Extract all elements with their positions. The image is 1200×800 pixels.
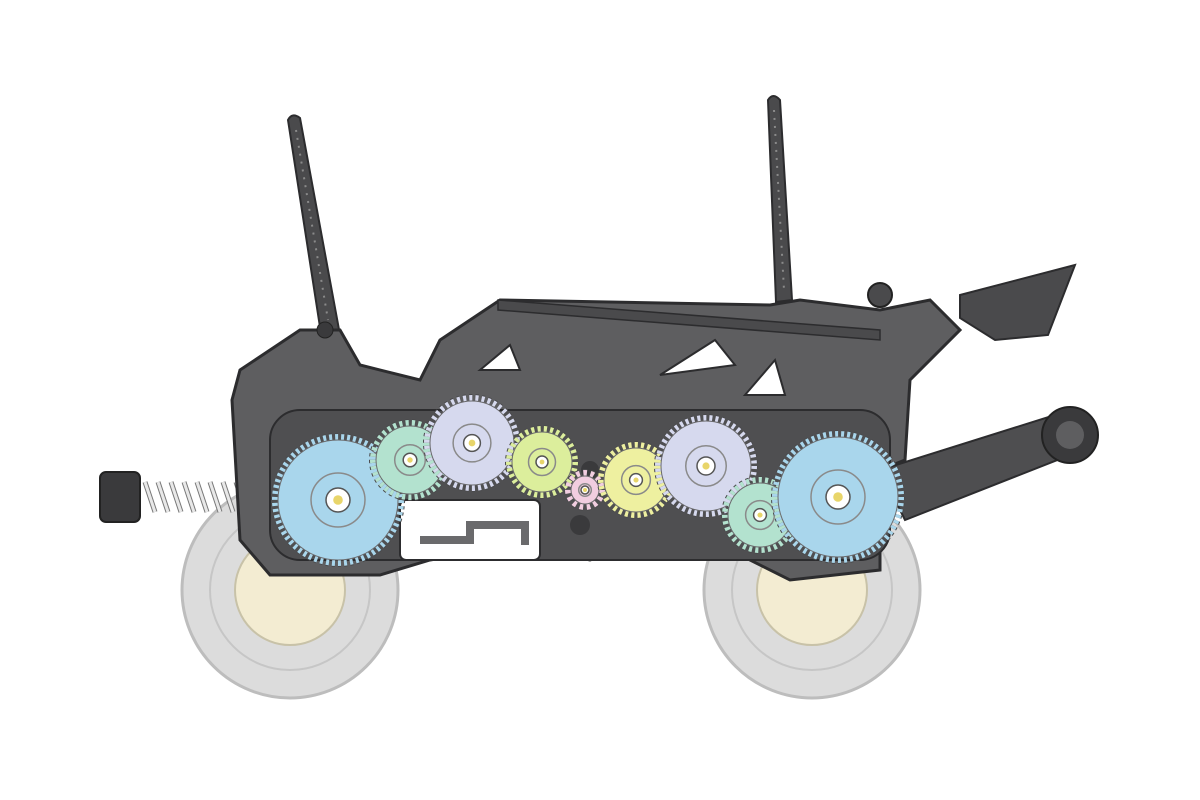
rear-wing <box>959 263 1077 342</box>
spring-coil <box>221 481 235 513</box>
pinion-gear <box>564 469 606 511</box>
rear-axle-gear <box>771 430 905 564</box>
front-axle-gear <box>271 433 405 567</box>
spring-coil <box>182 481 196 513</box>
spring-coil <box>156 481 170 513</box>
rear-counter-gear <box>654 414 758 518</box>
front-body-post <box>286 114 342 342</box>
front-counter-gear <box>423 394 521 492</box>
gear-train <box>271 394 905 567</box>
front-small-gear <box>505 425 579 499</box>
front-bumper <box>99 471 141 523</box>
spring-coil <box>195 481 209 513</box>
spring-coil <box>169 481 183 513</box>
rear-arm <box>878 406 1099 522</box>
spring-coil <box>143 481 157 513</box>
rear-body-post <box>766 95 794 304</box>
spring-coil <box>208 481 222 513</box>
